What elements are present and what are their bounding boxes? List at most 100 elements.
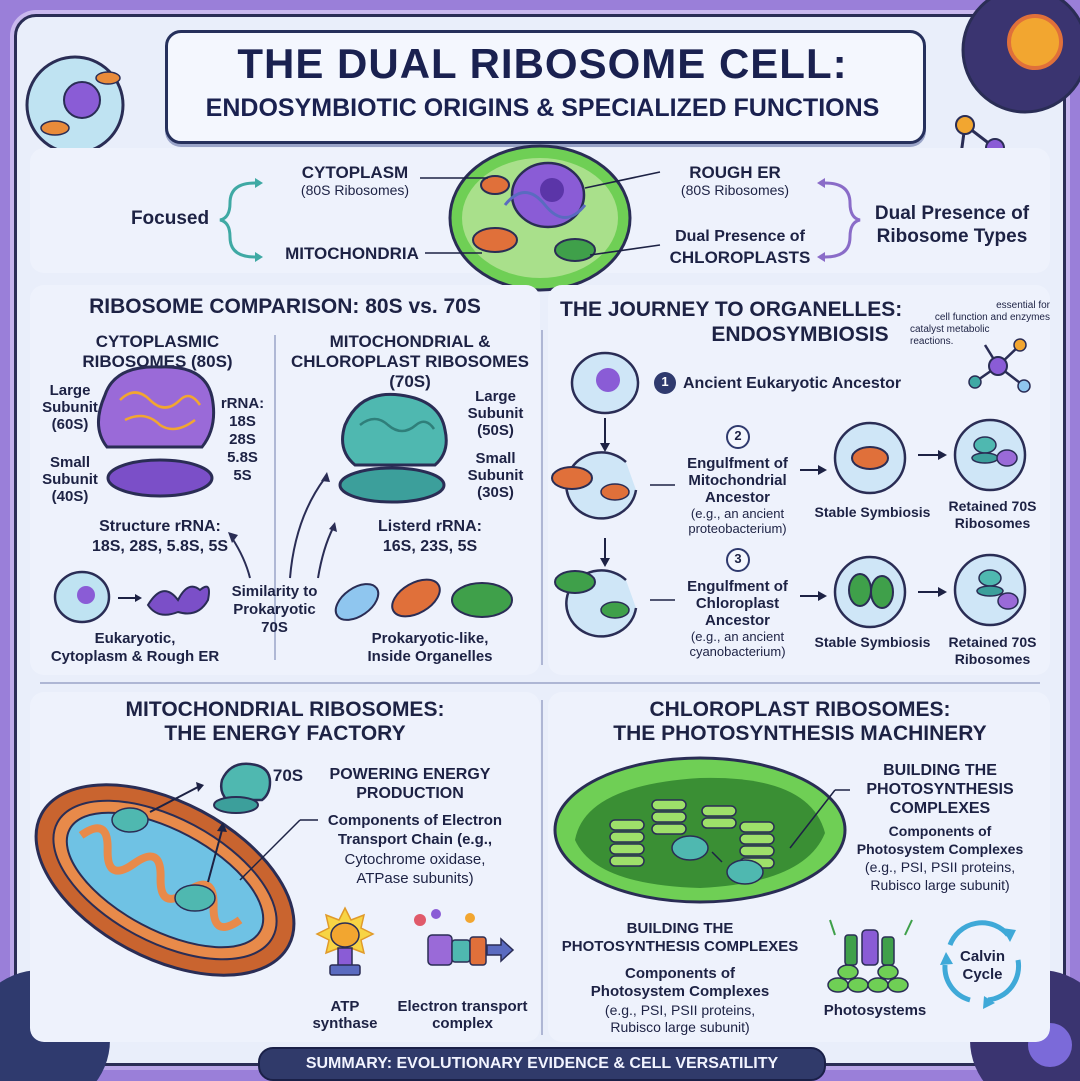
listed-rrna-label: Listerd rRNA:	[377, 518, 482, 535]
large-subunit-50s-2: Subunit	[467, 405, 524, 422]
rrna-heading: rRNA:	[220, 395, 265, 412]
large-subunit-50s-1: Large	[475, 388, 516, 405]
electron-transport-label-1: Electron transport	[397, 998, 528, 1015]
mito-heading-2: THE ENERGY FACTORY	[164, 722, 406, 745]
similarity-label-3: 70S	[261, 619, 288, 636]
atp-synthase-label-1: ATP	[330, 998, 360, 1015]
comp-a-4: Rubisco large subunit)	[870, 877, 1010, 893]
rrna-5s: 5S	[233, 467, 252, 484]
comp-b-2: Photosystem Complexes	[590, 983, 770, 1000]
build-a-2: PHOTOSYNTHESIS	[866, 781, 1014, 798]
photosystems-label: Photosystems	[823, 1002, 927, 1019]
title-banner	[165, 30, 926, 144]
build-a-3: COMPLEXES	[889, 800, 991, 817]
similarity-label-2: Prokaryotic	[233, 601, 316, 618]
step-3-line2: Chloroplast	[695, 595, 780, 612]
comp-b-1: Components of	[625, 965, 735, 982]
atp-synthase-label-2: synthase	[312, 1015, 378, 1032]
subtitle: ENDOSYMBIOTIC ORIGINS & SPECIALIZED FUNC…	[205, 94, 880, 122]
comparison-heading: RIBOSOME COMPARISON: 80S vs. 70S	[89, 295, 481, 318]
journey-note-2: cell function and enzymes	[934, 312, 1050, 323]
journey-heading-1: THE JOURNEY TO ORGANELLES:	[560, 298, 903, 321]
cytoplasm-sub-label: (80S Ribosomes)	[300, 182, 410, 198]
step-3-example-1: (e.g., an ancient	[690, 629, 785, 644]
organelle-ribosome-title-1: MITOCHONDRIAL &	[329, 332, 491, 351]
comp-a-1: Components of	[888, 823, 992, 839]
rrna-5-8s: 5.8S	[227, 449, 258, 466]
comp-b-4: Rubisco large subunit)	[610, 1019, 750, 1035]
retained-70s-2a: Retained 70S	[948, 634, 1037, 650]
chloro-heading-1: CHLOROPLAST RIBOSOMES:	[649, 698, 951, 721]
step-2-line3: Ancestor	[704, 489, 771, 506]
cyto-ribosome-title-2: RIBOSOMES (80S)	[82, 352, 233, 371]
comp-a-2: Photosystem Complexes	[856, 841, 1024, 857]
large-subunit-60s-2: Subunit	[42, 399, 98, 416]
prokaryotic-like-label-1: Prokaryotic-like,	[371, 630, 489, 647]
small-subunit-30s-1: Small	[475, 450, 516, 467]
step-3-number: 3	[734, 551, 742, 566]
rrna-18s: 18S	[229, 413, 256, 430]
organelle-ribosome-title-2: CHLOROPLAST RIBOSOMES	[290, 352, 529, 371]
small-subunit-40s-1: Small	[49, 454, 91, 471]
step-2-number: 2	[734, 428, 742, 443]
large-subunit-60s-3: (60S)	[51, 416, 89, 433]
large-subunit-50s-3: (50S)	[477, 422, 514, 439]
etc-components-4: ATPase subunits)	[356, 870, 474, 887]
mito-70s-label: 70S	[272, 766, 304, 785]
comp-b-3: (e.g., PSI, PSII proteins,	[604, 1002, 756, 1018]
step-2-line1: Engulfment of	[687, 455, 788, 472]
small-subunit-40s-2: Subunit	[42, 471, 98, 488]
electron-transport-label-2: complex	[432, 1015, 493, 1032]
retained-70s-2b: Ribosomes	[954, 651, 1031, 667]
journey-heading-2: ENDOSYMBIOSIS	[711, 323, 889, 346]
chloro-heading-2: THE PHOTOSYNTHESIS MACHINERY	[613, 722, 987, 745]
powering-energy-2: PRODUCTION	[356, 785, 464, 802]
dual-types-line1: Dual Presence of	[874, 203, 1030, 224]
build-b-2: PHOTOSYNTHESIS COMPLEXES	[561, 938, 799, 955]
eukaryotic-label-1: Eukaryotic,	[94, 630, 176, 647]
etc-components-3: Cytochrome oxidase,	[344, 851, 486, 868]
cyto-ribosome-title-1: CYTOPLASMIC	[95, 332, 220, 351]
retained-70s-1b: Ribosomes	[954, 515, 1031, 531]
etc-components-2: Transport Chain (e.g.,	[337, 831, 493, 848]
step-3-line1: Engulfment of	[687, 578, 788, 595]
small-subunit-30s-3: (30S)	[477, 484, 514, 501]
focused-label: Focused	[130, 208, 210, 229]
prokaryotic-like-label-2: Inside Organelles	[367, 648, 493, 665]
organelle-ribosome-title-3: (70S)	[389, 372, 431, 391]
dual-chloroplasts-line2: CHLOROPLASTS	[669, 248, 811, 267]
step-2-example-2: proteobacterium)	[688, 521, 787, 536]
small-subunit-30s-2: Subunit	[467, 467, 524, 484]
etc-components-1: Components of Electron	[327, 812, 503, 829]
step-2-line2: Mitochondrial	[688, 472, 787, 489]
eukaryotic-label-2: Cytoplasm & Rough ER	[50, 648, 220, 665]
summary-footer: SUMMARY: EVOLUTIONARY EVIDENCE & CELL VE…	[258, 1047, 826, 1081]
step-1-label: Ancient Eukaryotic Ancestor	[683, 375, 902, 392]
dual-chloroplasts-line1: Dual Presence of	[675, 228, 805, 245]
journey-note-1: essential for	[996, 300, 1050, 311]
comp-a-3: (e.g., PSI, PSII proteins,	[864, 859, 1016, 875]
stable-symbiosis-1: Stable Symbiosis	[814, 504, 931, 520]
dual-types-line2: Ribosome Types	[876, 226, 1028, 247]
retained-70s-1a: Retained 70S	[948, 498, 1037, 514]
build-b-1: BUILDING THE	[626, 920, 734, 937]
structure-rrna-label: Structure rRNA:	[99, 518, 221, 535]
mito-heading-1: MITOCHONDRIAL RIBOSOMES:	[125, 698, 445, 721]
powering-energy-1: POWERING ENERGY	[329, 766, 491, 783]
similarity-label-1: Similarity to	[231, 583, 318, 600]
cytoplasm-label: CYTOPLASM	[301, 163, 409, 182]
